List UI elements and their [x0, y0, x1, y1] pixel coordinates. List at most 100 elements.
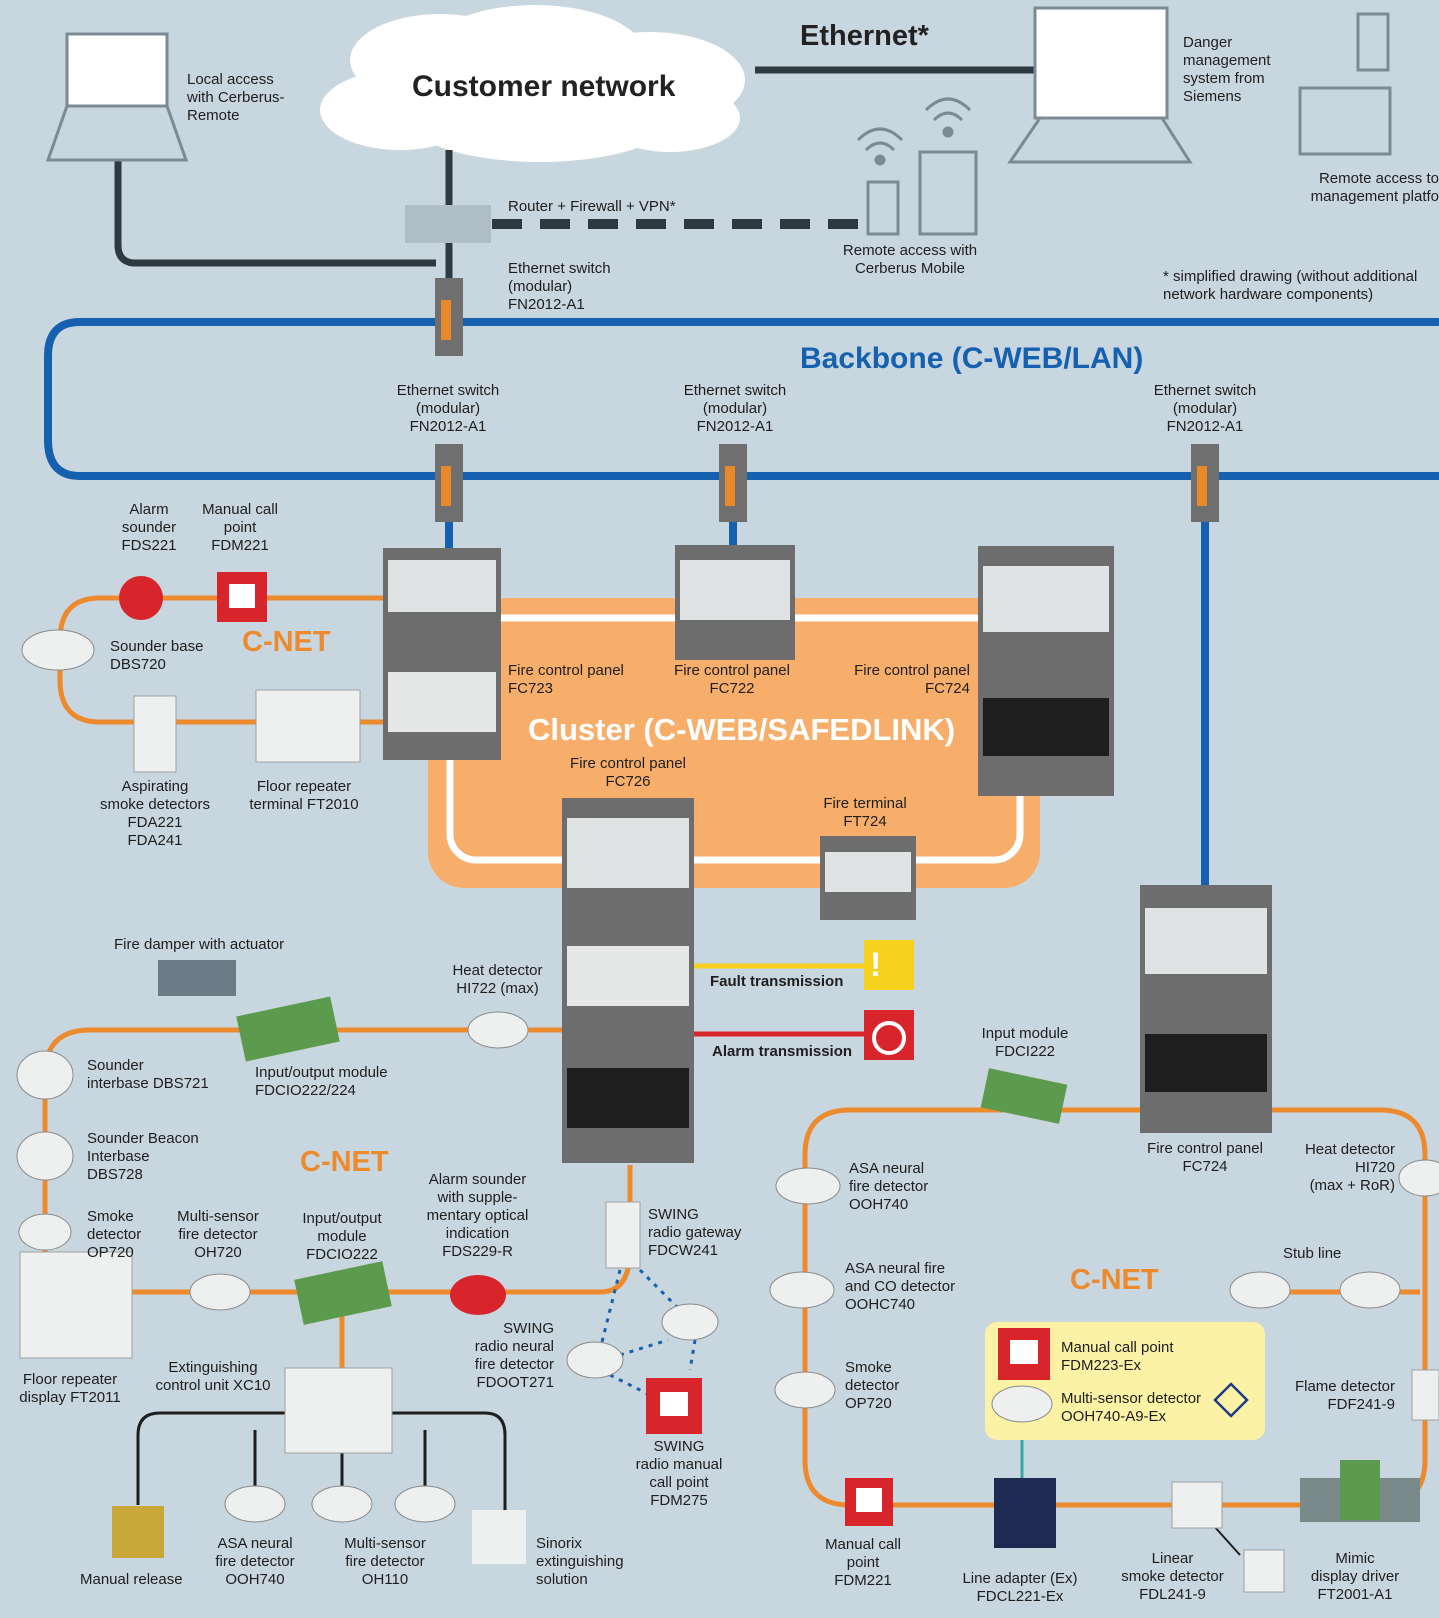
multi-ooh740ex-label: Multi-sensor detector OOH740-A9-Ex [1061, 1390, 1202, 1425]
swing-manual-label: SWING radio manual call point FDM275 [635, 1438, 723, 1509]
switch-2-label: Ethernet switch (modular) FN2012-A1 [683, 382, 787, 435]
sinorix-icon [472, 1510, 526, 1564]
sinorix-label: Sinorix extinguishing solution [536, 1535, 624, 1588]
heat-hi722-label: Heat detector HI722 (max) [452, 962, 543, 997]
fault-transmission-label: Fault transmission [710, 973, 844, 990]
fc726-label: Fire control panel FC726 [570, 755, 686, 790]
asa-ooh740-right-label: ASA neural fire detector OOH740 [849, 1160, 929, 1213]
manual-call-fdm221-label: Manual call point FDM221 [202, 501, 278, 554]
xc10-label: Extinguishing control unit XC10 [155, 1359, 271, 1394]
local-access-label: Local access with Cerberus- Remote [187, 71, 285, 124]
switch-1-label: Ethernet switch (modular) FN2012-A1 [396, 382, 500, 435]
fire-damper-label: Fire damper with actuator [114, 936, 285, 953]
sounder-beacon-icon [16, 1131, 74, 1181]
heat-detector-icon [1398, 1159, 1439, 1197]
cnet-label-1: C-NET [242, 626, 331, 658]
fc722-label: Fire control panel FC722 [674, 662, 790, 697]
laptop-icon [45, 32, 189, 162]
fire-control-panel-fc724-right [1140, 885, 1272, 1133]
flame-detector-icon [1411, 1369, 1439, 1421]
asa-fire-detector-icon [775, 1167, 841, 1205]
floor-repeater-display-icon [19, 1251, 133, 1359]
smoke-detector-icon [774, 1371, 836, 1409]
manual-fdm221-bottom-label: Manual call point FDM221 [825, 1536, 901, 1589]
aspirating-label: Aspirating smoke detectors FDA221 FDA241 [99, 778, 211, 849]
router-label: Router + Firewall + VPN* [508, 198, 676, 215]
cnet-label-2: C-NET [300, 1146, 389, 1178]
io-module-icon [294, 1261, 392, 1325]
fire-control-panel-fc724-top [978, 546, 1114, 796]
extinguishing-control-unit-icon [284, 1367, 393, 1454]
fire-control-panel-fc722 [675, 545, 795, 660]
linear-fdl241-label: Linear smoke detector FDL241-9 [1121, 1550, 1224, 1603]
manual-fdm223ex-label: Manual call point FDM223-Ex [1061, 1339, 1174, 1374]
fire-control-panel-fc723 [383, 548, 501, 760]
mimic-label: Mimic display driver FT2001-A1 [1310, 1550, 1400, 1603]
io-fdcio222-label: Input/output module FDCIO222 [302, 1210, 382, 1263]
ex-multi-sensor-detector-icon [991, 1385, 1053, 1423]
cnet-label-3: C-NET [1070, 1264, 1159, 1296]
alarm-fds229-label: Alarm sounder with supple- mentary optic… [426, 1171, 529, 1260]
swing-neural-label: SWING radio neural fire detector FDOOT27… [474, 1320, 554, 1391]
backbone-drops [445, 520, 1209, 885]
fc724-top-label: Fire control panel FC724 [854, 662, 970, 697]
svg-text:!: ! [870, 946, 881, 984]
manual-release-label: Manual release [80, 1571, 183, 1588]
io-fdcio222-224-label: Input/output module FDCIO222/224 [255, 1064, 388, 1099]
switch-3-label: Ethernet switch (modular) FN2012-A1 [1153, 382, 1257, 435]
heat-hi720-label: Heat detector HI720 (max + RoR) [1304, 1141, 1395, 1194]
fire-terminal-ft724 [820, 836, 916, 920]
floor-ft2011-label: Floor repeater display FT2011 [19, 1371, 121, 1406]
manual-call-point-icon [845, 1478, 893, 1526]
fire-control-panel-fc726 [562, 798, 694, 1163]
smartphone-icon [866, 12, 1392, 236]
stub-line-label: Stub line [1283, 1245, 1342, 1262]
alarm-sounder-icon [119, 576, 163, 620]
ethernet-label: Ethernet* [800, 20, 929, 52]
sounder-base-icon [21, 629, 95, 671]
remote-platform-label: Remote access to management platfo [1310, 170, 1439, 205]
floor-repeater-terminal-icon [255, 689, 361, 763]
line-adapter-label: Line adapter (Ex) FDCL221-Ex [962, 1570, 1078, 1605]
danger-management-label: Danger management system from Siemens [1183, 34, 1271, 105]
sounder-base-label: Sounder base DBS720 [110, 638, 204, 673]
stub-line-detector-icon [1229, 1271, 1401, 1309]
alarm-transmission-label: Alarm transmission [712, 1043, 853, 1060]
asa-co-detector-icon [769, 1271, 835, 1309]
cluster-label: Cluster (C-WEB/SAFEDLINK) [528, 712, 956, 747]
desktop-computer-icon [1007, 6, 1193, 164]
input-fdci222-label: Input module FDCI222 [981, 1025, 1069, 1060]
manual-call-point-icon [217, 572, 267, 622]
asa-fire-detector-icon [224, 1485, 286, 1523]
swing-manual-call-point-icon [646, 1378, 702, 1434]
switch-top-label: Ethernet switch (modular) FN2012-A1 [508, 260, 611, 313]
swing-fire-detector-icon [566, 1303, 719, 1379]
wifi-icon [856, 97, 972, 166]
ethernet-switch-icon [435, 444, 463, 522]
asa-oohc740-label: ASA neural fire and CO detector OOHC740 [845, 1260, 956, 1313]
swing-gateway-icon [605, 1201, 641, 1269]
sounder-interbase-icon [16, 1050, 74, 1100]
smoke-op720-left-label: Smoke detector OP720 [87, 1208, 142, 1261]
swing-gateway-label: SWING radio gateway FDCW241 [648, 1206, 742, 1259]
flame-fdf241-label: Flame detector FDF241-9 [1294, 1378, 1395, 1413]
ethernet-switch-icon [435, 278, 463, 356]
mimic-display-driver-icon [1300, 1460, 1420, 1522]
multi-oh110-label: Multi-sensor fire detector OH110 [344, 1535, 426, 1588]
ex-symbol-icon [1213, 1382, 1249, 1418]
router-box [405, 205, 491, 243]
manual-release-icon [112, 1506, 164, 1558]
smoke-detector-icon [18, 1213, 72, 1251]
fault-icon [864, 940, 914, 990]
ethernet-switch-icon [1191, 444, 1219, 522]
multi-sensor-detector-icon [189, 1273, 251, 1311]
linear-smoke-detector-icon [1171, 1481, 1285, 1593]
line-adapter-icon [994, 1478, 1056, 1548]
heat-detector-icon [467, 1011, 529, 1049]
cloud-icon [320, 5, 745, 162]
sounder-interbase-label: Sounder interbase DBS721 [87, 1057, 209, 1092]
floor-repeater-ft2010-label: Floor repeater terminal FT2010 [249, 778, 359, 813]
alarm-sounder-fds221-label: Alarm sounder FDS221 [121, 501, 177, 554]
simplified-note: * simplified drawing (without additional… [1163, 268, 1418, 303]
